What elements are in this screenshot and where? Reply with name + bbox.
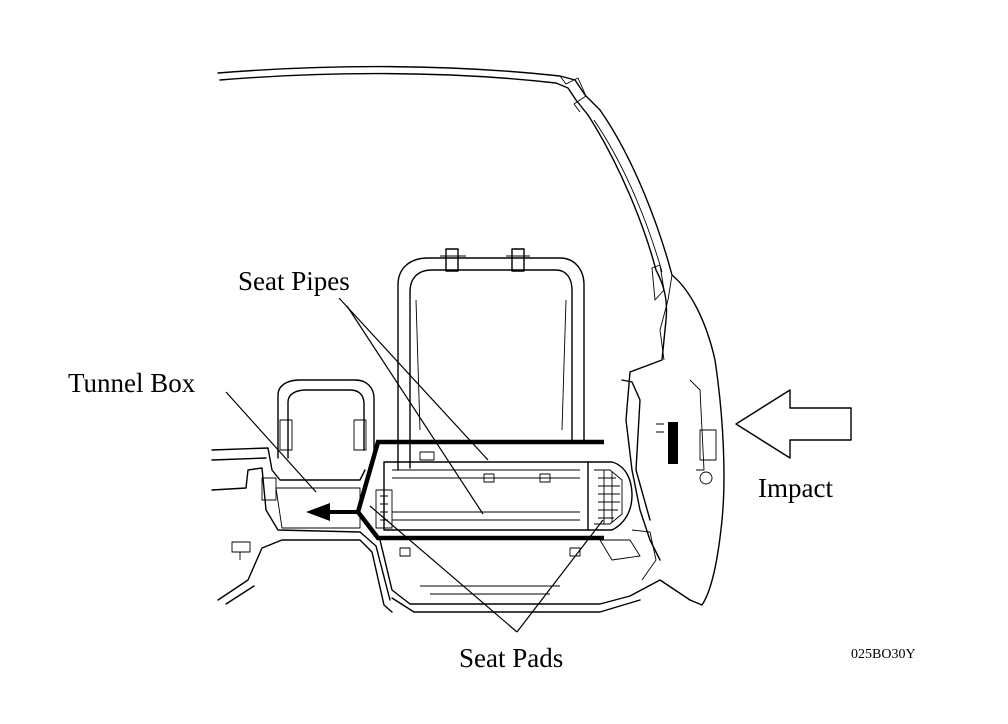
rear-seat-back-frame: [397, 248, 585, 471]
seat-pipes-leader-upper: [338, 297, 489, 461]
roof-outline: [217, 65, 601, 116]
leader-lines: [225, 297, 604, 633]
front-seat-back-frame: [277, 379, 375, 459]
load-path-arrow: [306, 503, 358, 521]
seat-pipes-label: Seat Pipes: [238, 266, 350, 296]
floor-and-tunnel-outline: [211, 447, 393, 613]
seat-pipes-leader-lower: [346, 305, 484, 515]
load-arrow-head-icon: [306, 503, 330, 521]
underbody-outline: [379, 529, 691, 613]
seat-pads-label: Seat Pads: [459, 643, 563, 673]
tunnel-box-label: Tunnel Box: [68, 368, 196, 398]
figure-code-label: 025BO30Y: [851, 647, 916, 662]
seat-back-clip-right: [511, 248, 525, 272]
seat-pads-leader-left: [369, 505, 518, 633]
door-component: [656, 422, 717, 485]
seat-back-clip-left: [445, 248, 459, 272]
tunnel-box-body: [275, 487, 361, 529]
seat-cushion-frame: [375, 451, 633, 531]
impact-label: Impact: [758, 473, 833, 503]
impact-arrow-icon: [735, 389, 852, 459]
tunnel-box-leader: [225, 391, 317, 493]
seat-pipes-heavy-lines: [355, 439, 604, 541]
seat-pads-leader-right: [516, 519, 604, 633]
side-body-outline: [587, 109, 725, 606]
